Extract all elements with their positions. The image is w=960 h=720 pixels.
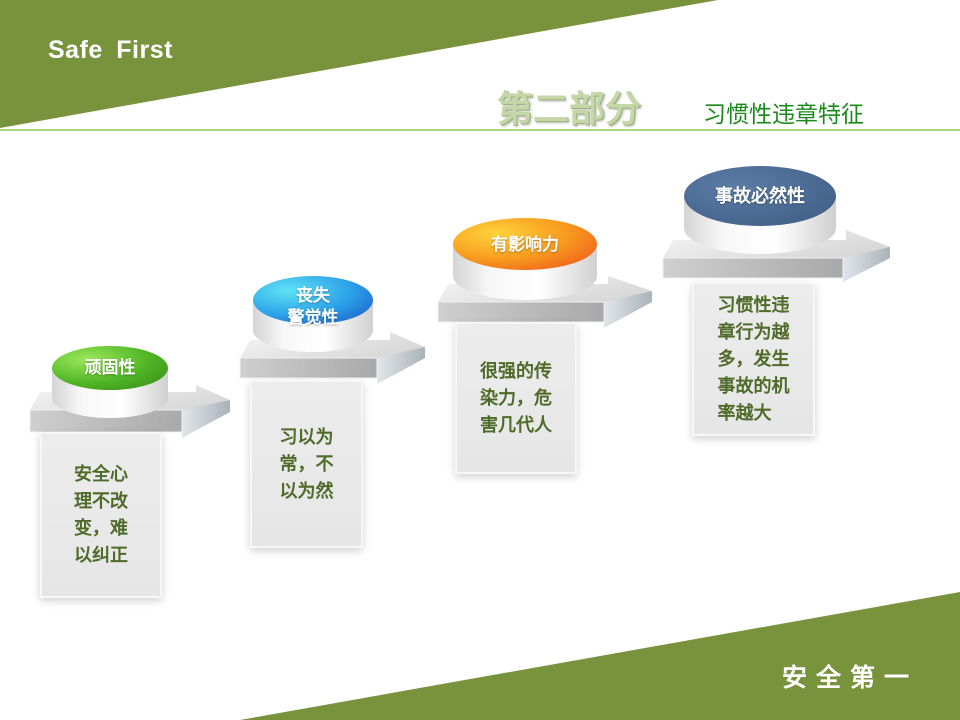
step-3-card: 很强的传 染力，危 害几代人 (455, 322, 577, 474)
brand-title: Safe First (48, 36, 173, 64)
step-2-graphic (239, 276, 425, 384)
step-1-label: 顽固性 (84, 358, 136, 378)
step-4-card: 习惯性违 章行为越 多，发生 事故的机 率越大 (692, 282, 815, 436)
step-4-description: 习惯性违 章行为越 多，发生 事故的机 率越大 (717, 294, 790, 424)
section-title: 习惯性违章特征 (703, 102, 864, 128)
step-2-label: 丧失 警觉性 (287, 286, 339, 328)
step-3-label: 有影响力 (491, 235, 559, 255)
step-2-card: 习以为 常，不 以为然 (250, 380, 363, 548)
step-3-graphic (437, 218, 652, 328)
step-1-card: 安全心 理不改 变，难 以纠正 (40, 432, 162, 598)
footer-slogan: 安全第一 (782, 663, 919, 692)
step-4-graphic (662, 166, 890, 282)
step-3-description: 很强的传 染力，危 害几代人 (480, 360, 552, 436)
step-1-description: 安全心 理不改 变，难 以纠正 (74, 464, 128, 566)
step-1-graphic (29, 346, 230, 438)
section-number: 第二部分 (497, 88, 642, 130)
step-4-label: 事故必然性 (715, 186, 805, 207)
step-2-description: 习以为 常，不 以为然 (279, 426, 334, 502)
